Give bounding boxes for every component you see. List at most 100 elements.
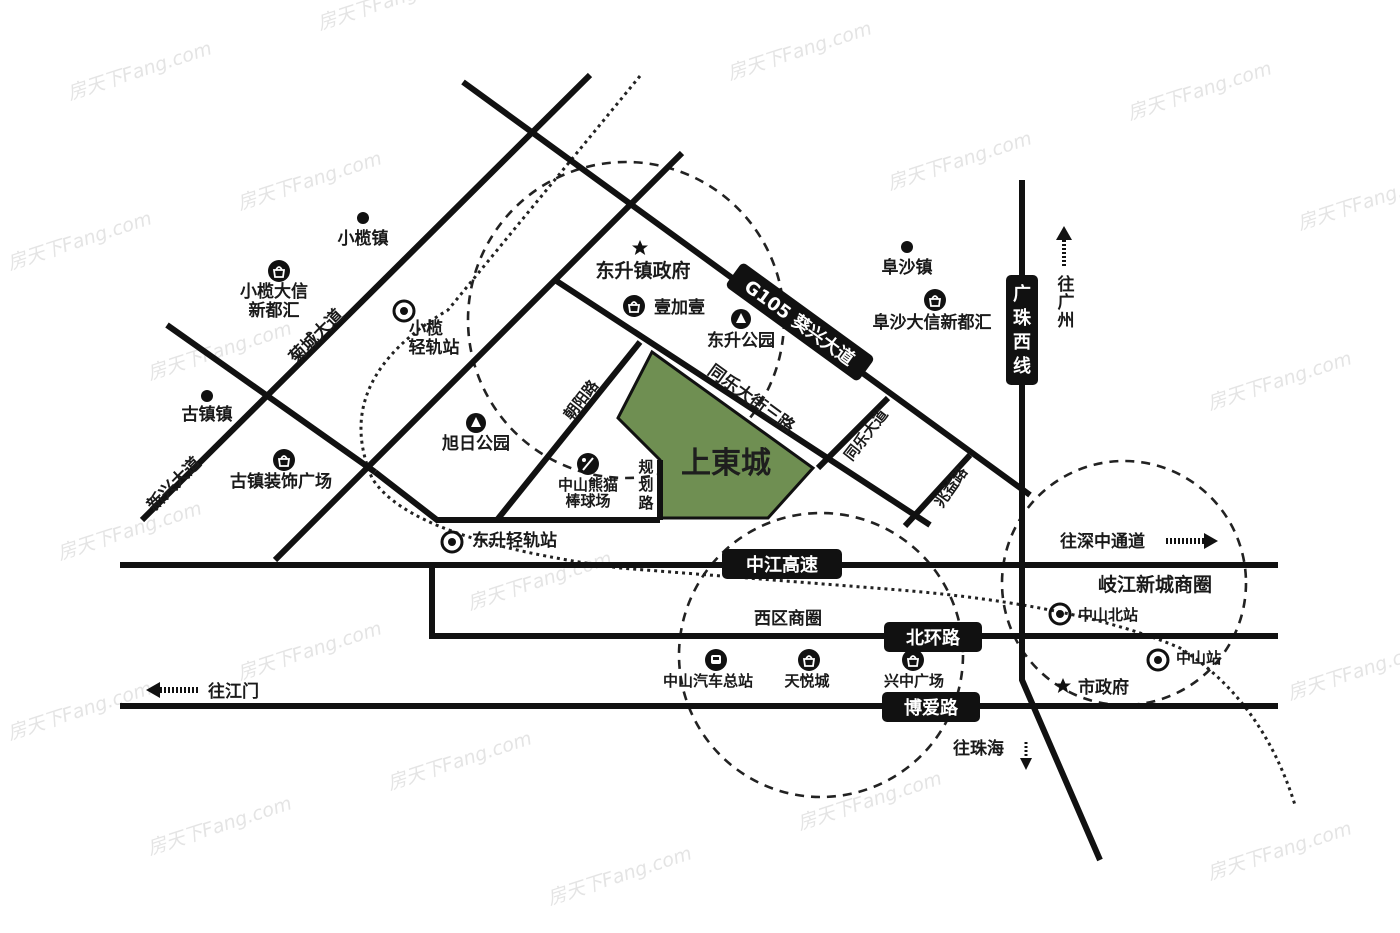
label-tianyue: 天悦城 [784,672,829,690]
road-tag-guangzhu: 广 珠 西 线 [1006,275,1038,385]
watermark: 房天下Fang.com [725,17,875,84]
watermark: 房天下Fang.com [795,767,945,834]
watermark: 房天下Fang.com [1205,347,1355,414]
label-xiqu: 西区商圈 [754,608,822,629]
town-dots [201,212,913,402]
watermark: 房天下Fang.com [235,147,385,214]
label-city-gov: 市政府 [1078,677,1129,698]
road-tag-zhongjiang: 中江高速 [722,549,842,579]
train-station-icon [392,299,416,323]
watermark: 房天下Fang.com [235,617,385,684]
watermark: 房天下Fang.com [1295,167,1400,234]
tongle-sanlu-road [553,277,932,528]
watermark: 房天下Fang.com [465,547,615,614]
shopping-bag-icon [902,649,924,671]
road-label-g105: G105 葵兴大道 [740,276,859,371]
zhaoyi-road [902,452,973,529]
road-label-guangzhu-4: 线 [1013,355,1031,377]
baseball-icon [577,453,599,475]
road-label-guangzhu-2: 珠 [1013,308,1032,329]
label-jiangmen: 往江门 [208,681,259,702]
arrow-right-icon [1204,533,1218,549]
shopping-bag-icon [623,295,645,317]
label-fusha-town: 阜沙镇 [882,257,933,278]
road-label-beihuan: 北环路 [906,627,961,649]
label-yijiayi: 壹加壹 [654,297,705,318]
svg-text:广: 广 [1058,292,1075,313]
label-dongsheng-station: 东升轻轨站 [472,530,557,551]
gov-stars [632,240,1071,693]
label-dongsheng-gov: 东升镇政府 [595,259,690,282]
label-dongsheng-park: 东升公园 [707,330,775,351]
fusha-town-dot [901,241,913,253]
watermark: 房天下Fang.com [55,497,205,564]
beihuan-road [429,565,1278,639]
arrow-down-icon [1020,758,1032,770]
watermark: 房天下Fang.com [1285,637,1400,704]
direction-zhuhai: 往珠海 [953,738,1032,770]
shopping-bag-icon [798,649,820,671]
svg-text:规: 规 [638,458,653,476]
qijiang-zone-circle [1000,459,1248,707]
road-tag-boai: 博爱路 [882,692,980,722]
watermark: 房天下Fang.com [545,842,695,909]
shopping-bag-icon [924,289,946,311]
road-label-guangzhu-1: 广 [1013,283,1031,305]
watermark: 房天下Fang.com [65,37,215,104]
gu-connector-road [165,322,377,475]
label-gu-town: 古镇镇 [182,404,233,425]
direction-jiangmen: 往江门 [146,681,259,702]
label-xiaolan-daxin-2: 新都汇 [249,300,300,321]
svg-text:路: 路 [638,494,654,512]
shopping-bag-icon [268,260,290,282]
road-label-boai: 博爱路 [904,697,959,719]
city-gov-star-icon [1055,678,1071,693]
label-xiaolan-station-2: 轻轨站 [409,337,460,358]
park-icons [466,309,751,433]
xiaolan-town-dot [357,212,369,224]
watermark: 房天下Fang.com [5,677,155,744]
label-zs-station: 中山站 [1176,649,1221,667]
label-shenzhong: 往深中通道 [1060,531,1145,552]
xinxing-road [139,72,593,523]
label-xiaolan-station: 小榄 [409,318,443,339]
train-station-icon [1048,602,1072,626]
label-panda-field: 中山熊猫 [558,476,618,494]
train-station-icon [440,530,464,554]
tree-icon [731,309,751,329]
place-labels: 小榄镇 小榄大信 新都汇 小榄 轻轨站 古镇镇 古镇装饰广场 旭日公园 中山熊猫… [182,228,1222,698]
xiqu-zone-circle [677,511,965,799]
watermark: 房天下Fang.com [1125,57,1275,124]
label-xiaolan-daxin: 小榄大信 [240,281,308,302]
chaoyang-road [494,340,643,522]
watermark: 房天下Fang.com [145,792,295,859]
road-label-guangzhu-3: 西 [1013,332,1031,353]
road-network [120,72,1278,862]
gu-town-dot [201,390,213,402]
shopping-icons [268,260,946,671]
watermark: 房天下Fang.com [885,127,1035,194]
label-xiaolan-town: 小榄镇 [338,228,389,249]
watermark: 房天下Fang.com [1205,817,1355,884]
watermark: 房天下Fang.com [5,207,155,274]
dongsheng-south-road [373,469,660,523]
jucheng-road [272,150,685,563]
label-zhuhai: 往珠海 [953,738,1004,759]
direction-shenzhong: 往深中通道 [1060,531,1218,552]
label-xuri-park: 旭日公园 [441,433,510,454]
svg-text:州: 州 [1057,311,1075,331]
project-name: 上東城 [681,446,771,481]
watermark: 房天下Fang.com [315,0,465,35]
label-panda-field-2: 棒球场 [565,492,610,510]
label-fusha-daxin: 阜沙大信新都汇 [873,312,992,333]
label-zs-north: 中山北站 [1078,606,1138,624]
tree-icon [466,413,486,433]
svg-text:划: 划 [638,476,653,494]
road-label-zhongjiang: 中江高速 [746,554,818,576]
shopping-bag-icon [273,449,295,471]
dongsheng-gov-star-icon [632,240,648,255]
train-station-icon [1146,648,1170,672]
arrow-up-icon [1056,226,1072,240]
tongle-dadao-road [815,395,891,471]
